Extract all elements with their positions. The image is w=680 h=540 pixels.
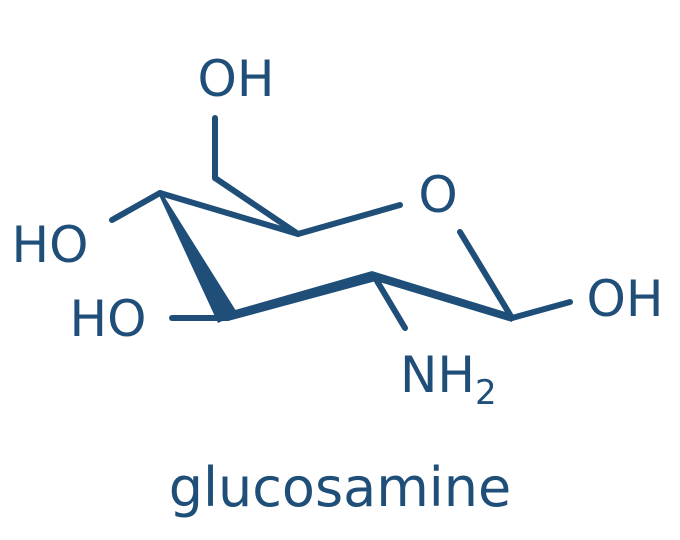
bond-c2-nh2: [371, 273, 408, 331]
bond-ring-o-c1: [457, 229, 515, 321]
label-nh2-subscript: 2: [475, 373, 497, 413]
label-ho-lower: HO: [70, 290, 147, 348]
bond-c4-ho: [109, 190, 163, 223]
label-nh2: NH2: [400, 346, 497, 413]
label-nh: NH: [400, 346, 475, 404]
bond-c4-c5: [157, 190, 301, 237]
label-oh-top: OH: [198, 50, 275, 108]
wedge-bond-c4-c3: [158, 193, 238, 323]
bond-c1-oh: [509, 299, 573, 321]
wedge-bond-c3-c2: [228, 271, 376, 321]
wedge-bond-c2-c1: [372, 271, 512, 322]
label-ho-left: HO: [12, 216, 89, 274]
molecule-name: glucosamine: [169, 456, 512, 519]
bond-c5-ring-o: [295, 202, 403, 237]
label-ring-o: O: [418, 166, 457, 224]
label-oh-right: OH: [587, 270, 664, 328]
bond-ch2-c5: [212, 175, 301, 237]
